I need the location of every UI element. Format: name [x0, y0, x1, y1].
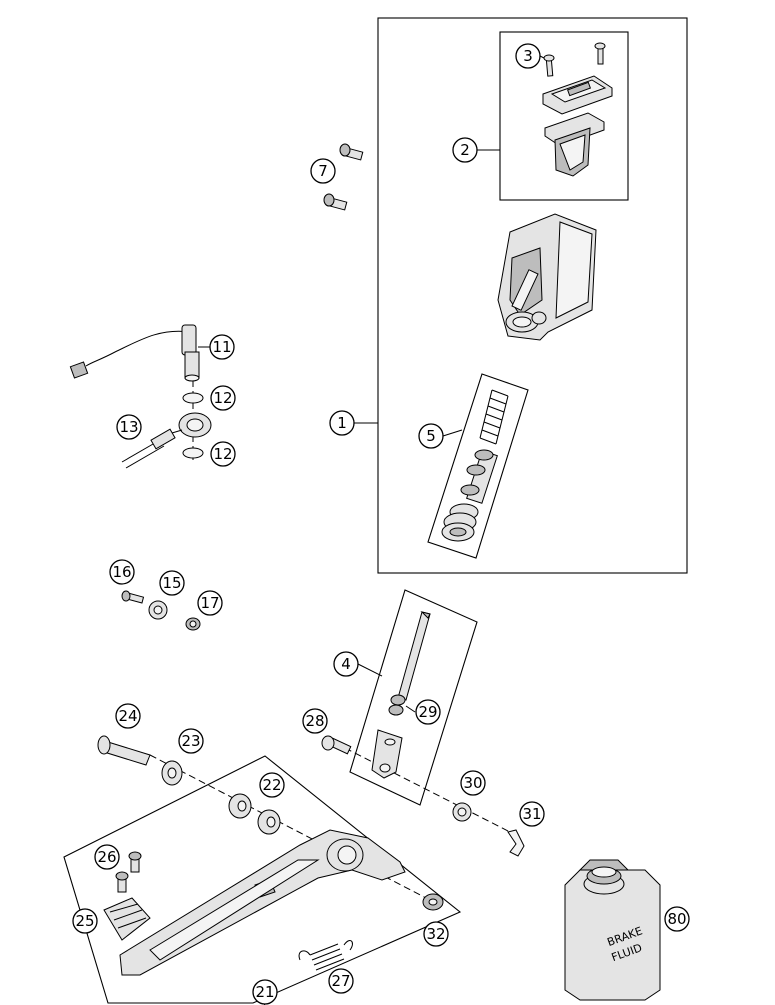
- master-cylinder-group-frame: [377, 17, 688, 574]
- pushrod-clevis: [371, 729, 403, 779]
- callout-80: 80: [664, 906, 690, 932]
- reservoir-cap: [542, 75, 613, 115]
- pedal-bushing-right: [257, 809, 281, 835]
- callout-13-label: 13: [119, 418, 138, 436]
- callout-80-label: 80: [667, 910, 686, 928]
- pushrod-washer: [452, 802, 472, 822]
- reservoir-screw-left: [543, 54, 555, 77]
- callout-4: 4: [333, 651, 359, 677]
- callout-26: 26: [94, 844, 120, 870]
- hex-bolt-small: [121, 590, 145, 604]
- callout-24: 24: [115, 703, 141, 729]
- callout-23: 23: [178, 728, 204, 754]
- brake-line-banjo: [121, 412, 212, 469]
- callout-7-label: 7: [318, 162, 328, 180]
- callout-30: 30: [460, 770, 486, 796]
- callout-1: 1: [329, 410, 355, 436]
- callout-5: 5: [418, 423, 444, 449]
- piston-kit-group-frame: [427, 373, 529, 559]
- callout-2-label: 2: [460, 141, 470, 159]
- cotter-pin: [507, 829, 525, 857]
- callout-21-label: 21: [255, 983, 274, 1001]
- callout-16-label: 16: [112, 563, 131, 581]
- master-cylinder-body: [497, 213, 597, 341]
- callout-30-label: 30: [463, 774, 482, 792]
- brake-fluid-bottle: BRAKE FLUID: [564, 859, 661, 1001]
- piston-spring: [479, 389, 509, 445]
- callout-28-label: 28: [305, 712, 324, 730]
- callout-17: 17: [197, 590, 223, 616]
- callout-15-label: 15: [162, 574, 181, 592]
- pushrod: [397, 611, 431, 701]
- callout-3: 3: [515, 43, 541, 69]
- sealing-washer-upper: [182, 392, 204, 404]
- callout-1-label: 1: [337, 414, 347, 432]
- brake-pedal-step-plate: [103, 897, 151, 941]
- callout-32: 32: [423, 921, 449, 947]
- brake-pedal-group-frame: [63, 755, 462, 1004]
- callout-27: 27: [328, 968, 354, 994]
- callout-25-label: 25: [75, 912, 94, 930]
- callout-29: 29: [415, 699, 441, 725]
- callout-11: 11: [209, 334, 235, 360]
- callout-12-upper: 12: [210, 385, 236, 411]
- mounting-bolt-lower: [323, 193, 348, 211]
- self-locking-nut-small: [185, 617, 201, 631]
- callout-11-label: 11: [212, 338, 231, 356]
- callout-27-label: 27: [331, 972, 350, 990]
- callout-13: 13: [116, 414, 142, 440]
- pedal-pivot-bolt: [97, 735, 151, 766]
- pushrod-lock-nut: [388, 694, 406, 716]
- callout-3-label: 3: [523, 47, 533, 65]
- callout-31-label: 31: [522, 805, 541, 823]
- callout-21: 21: [252, 979, 278, 1005]
- leader-29: [405, 705, 416, 713]
- callout-15: 15: [159, 570, 185, 596]
- foot-brake-lever: [119, 829, 406, 976]
- callout-22: 22: [259, 772, 285, 798]
- callout-32-label: 32: [426, 925, 445, 943]
- callout-4-label: 4: [341, 655, 351, 673]
- callout-28: 28: [302, 708, 328, 734]
- return-spring: [298, 940, 353, 971]
- reservoir-diaphragm: [544, 112, 605, 177]
- pushrod-group-frame: [349, 589, 478, 806]
- pushrod-axis-dashed: [344, 747, 511, 833]
- pedal-nut: [422, 893, 444, 911]
- reservoir-screw-right: [594, 42, 606, 65]
- callout-2: 2: [452, 137, 478, 163]
- step-plate-screw-upper: [128, 851, 142, 873]
- callout-16: 16: [109, 559, 135, 585]
- piston-boot: [441, 503, 479, 542]
- callout-17-label: 17: [200, 594, 219, 612]
- mounting-bolt-upper: [339, 143, 364, 161]
- callout-7: 7: [310, 158, 336, 184]
- leader-4: [357, 663, 383, 677]
- callout-22-label: 22: [262, 776, 281, 794]
- callout-12-upper-label: 12: [213, 389, 232, 407]
- callout-24-label: 24: [118, 707, 137, 725]
- callout-31: 31: [519, 801, 545, 827]
- pedal-bushing-left: [228, 793, 252, 819]
- pedal-axis-dashed: [149, 754, 431, 901]
- callout-12-lower: 12: [210, 441, 236, 467]
- reservoir-cap-group-frame: [499, 31, 629, 201]
- callout-12-lower-label: 12: [213, 445, 232, 463]
- clevis-pin: [321, 735, 352, 755]
- callout-23-label: 23: [181, 732, 200, 750]
- step-plate-screw-lower: [115, 871, 129, 893]
- callout-5-label: 5: [426, 427, 436, 445]
- leader-5: [442, 429, 463, 437]
- bushing: [148, 600, 168, 620]
- callout-25: 25: [72, 908, 98, 934]
- sealing-washer-lower: [182, 447, 204, 459]
- brake-light-switch: [69, 324, 200, 382]
- callout-29-label: 29: [418, 703, 437, 721]
- piston: [460, 449, 498, 504]
- callout-26-label: 26: [97, 848, 116, 866]
- pivot-washer: [161, 760, 183, 786]
